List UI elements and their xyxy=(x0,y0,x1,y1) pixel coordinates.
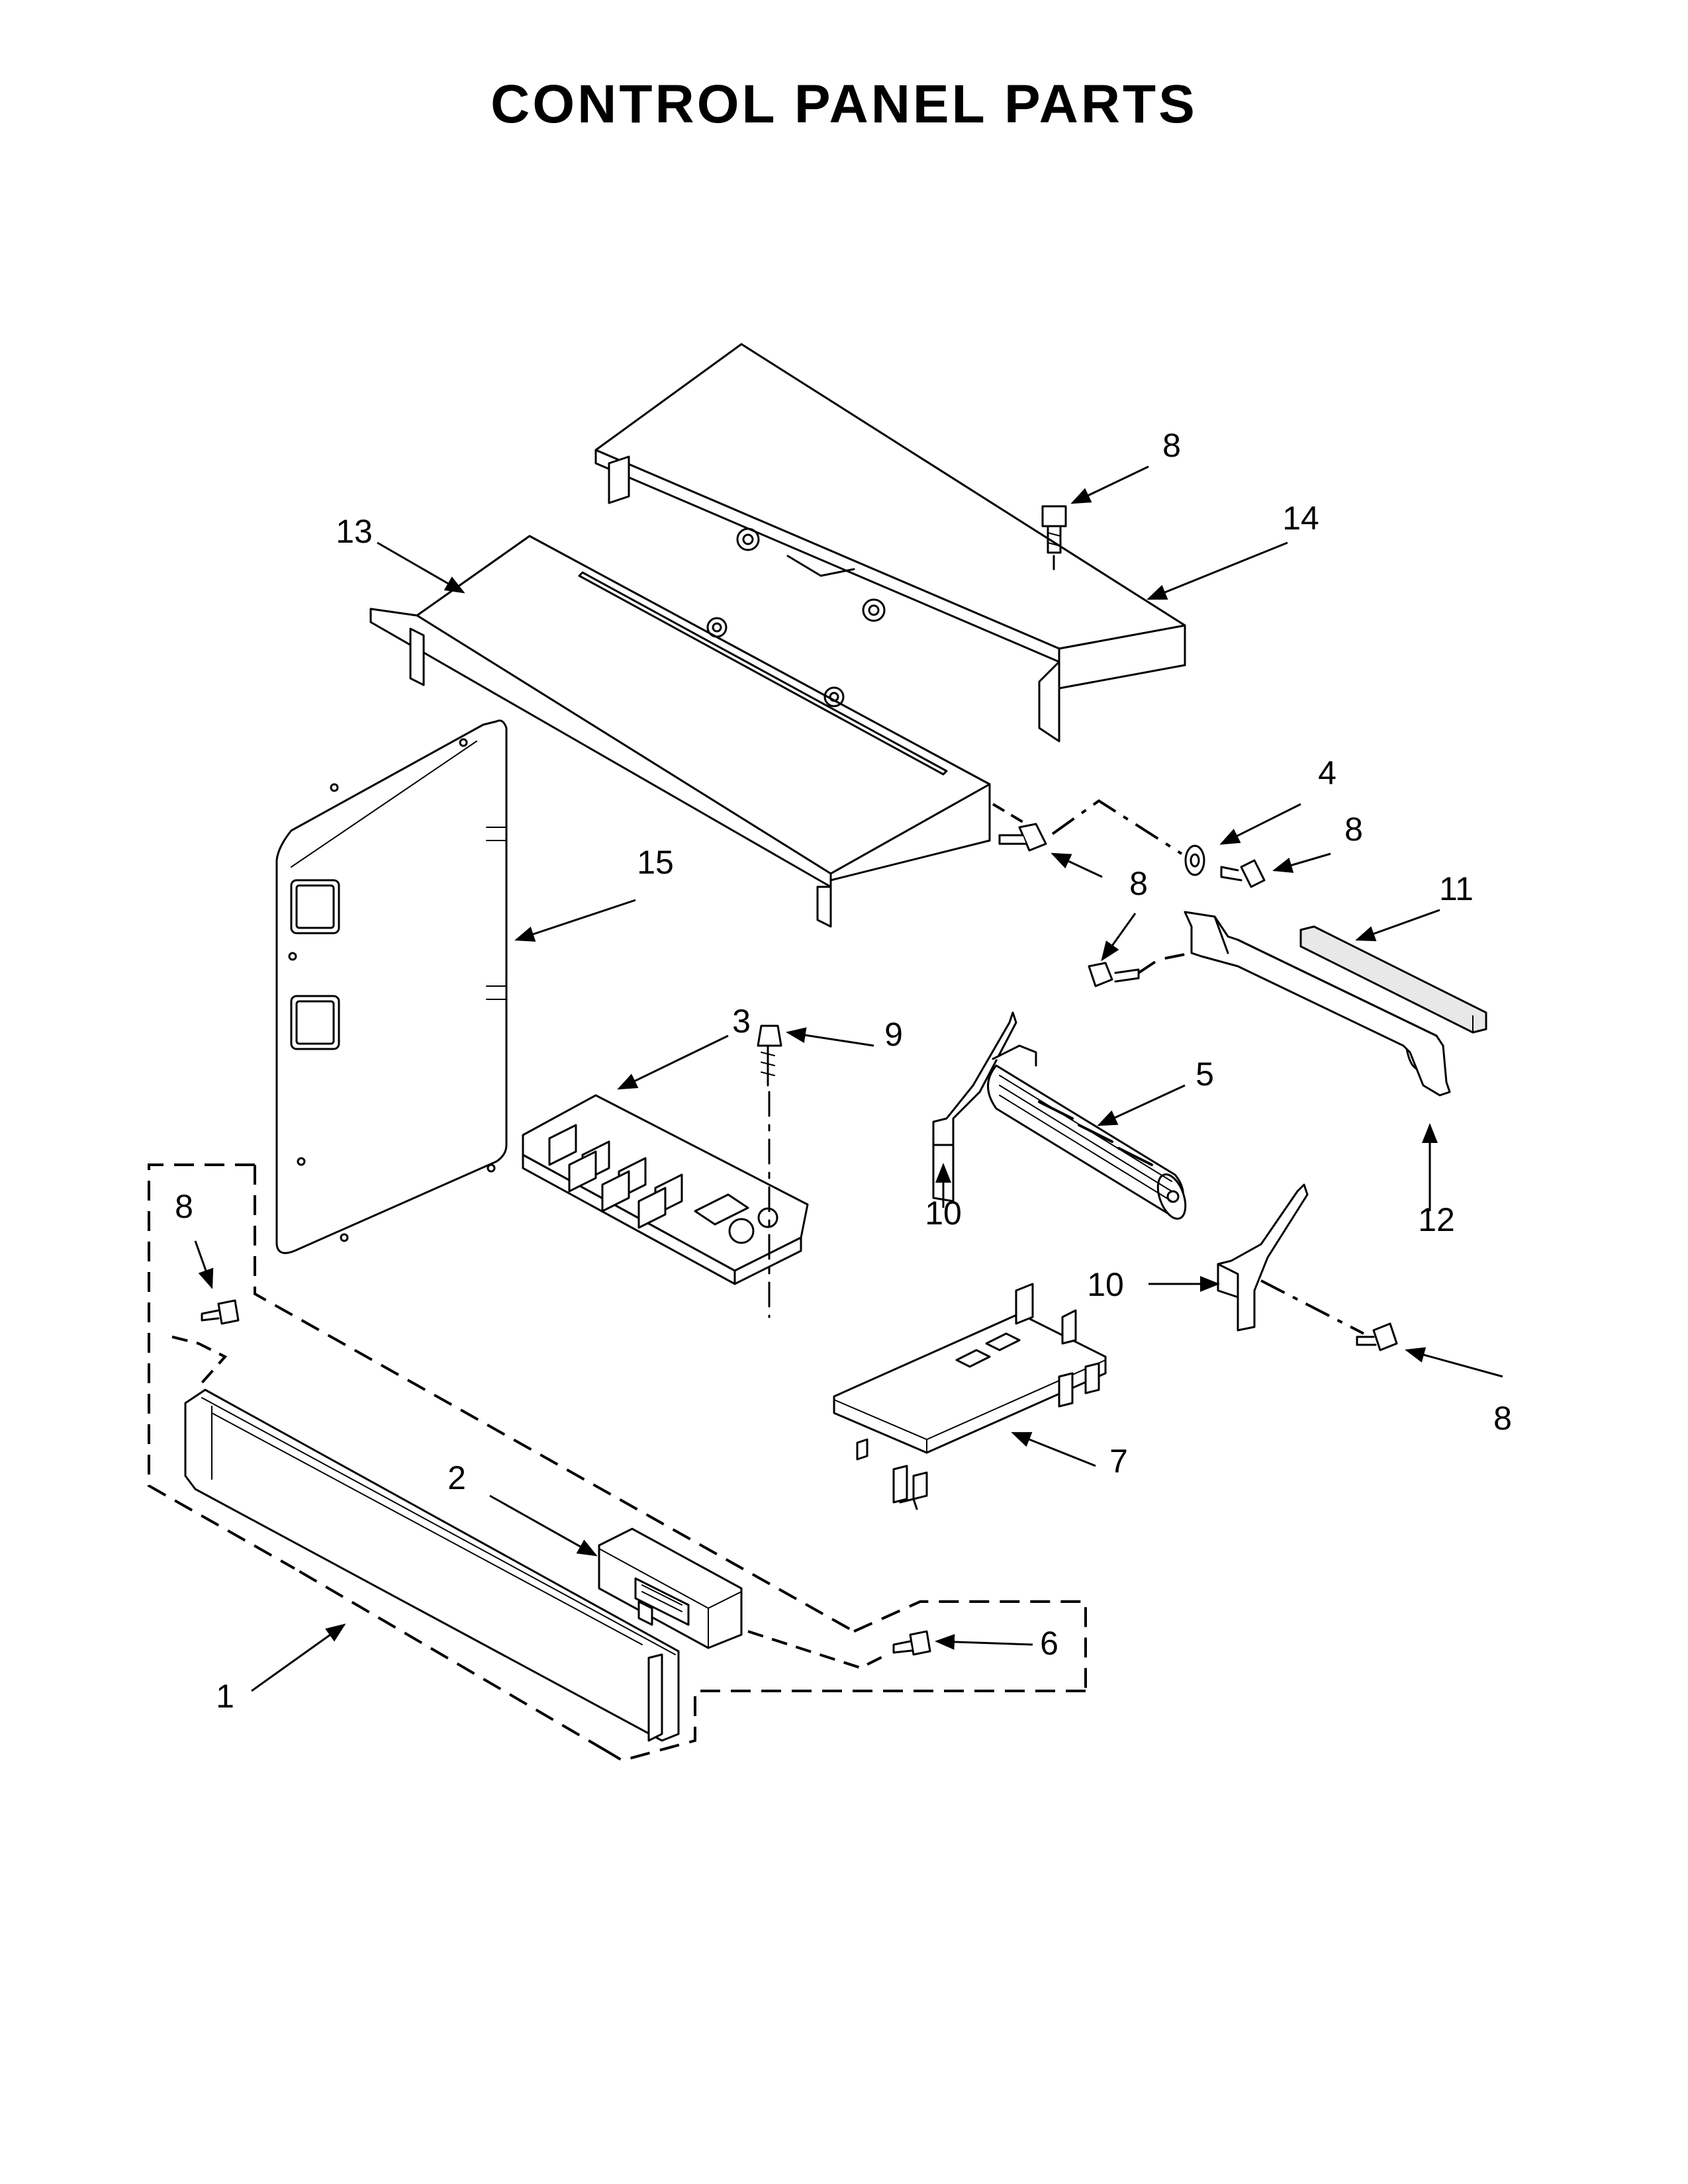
rail-12-part xyxy=(1184,911,1451,1097)
callout-8-bracket: 8 xyxy=(1129,865,1148,902)
bracket-10-mid-part xyxy=(932,1011,1017,1203)
callout-10-right: 10 xyxy=(1087,1266,1124,1303)
strip-11-part xyxy=(1299,925,1487,1034)
screw-8-top-part xyxy=(1041,505,1067,570)
screw-8-bracket-part xyxy=(998,823,1047,852)
callout-13: 13 xyxy=(336,513,373,550)
rear-top-cover-part xyxy=(594,343,1186,743)
control-board-part xyxy=(522,1094,809,1285)
callout-2: 2 xyxy=(447,1459,466,1496)
callout-8-washer: 8 xyxy=(1344,811,1363,848)
callout-11: 11 xyxy=(1439,870,1474,907)
display-board-part xyxy=(598,1527,743,1649)
callout-3: 3 xyxy=(732,1003,751,1040)
power-board-part xyxy=(833,1283,1107,1510)
control-panel-trim-part xyxy=(184,1388,680,1742)
callout-8-right: 8 xyxy=(1493,1400,1512,1437)
bracket-10-right-part xyxy=(1217,1183,1309,1332)
board-screw-9-part xyxy=(757,1024,782,1318)
callout-15: 15 xyxy=(637,844,674,881)
assembly-dashed-lines xyxy=(148,799,1364,1762)
page-title: CONTROL PANEL PARTS xyxy=(491,74,1197,134)
screw-6-part xyxy=(892,1630,931,1656)
screw-8-washer-part xyxy=(1220,859,1266,888)
callout-labels: 8 14 13 4 8 8 11 15 3 9 5 10 12 10 8 7 8… xyxy=(175,427,1512,1715)
callout-leaders xyxy=(194,465,1503,1692)
blower-fan-part xyxy=(987,1044,1187,1220)
callout-6: 6 xyxy=(1040,1625,1058,1662)
callout-12: 12 xyxy=(1418,1201,1455,1238)
callout-5: 5 xyxy=(1196,1056,1214,1093)
callout-14: 14 xyxy=(1282,500,1319,537)
screw-8-rail-part xyxy=(1088,962,1140,987)
callout-9: 9 xyxy=(884,1016,903,1053)
callout-1: 1 xyxy=(216,1678,234,1715)
callout-8-top: 8 xyxy=(1162,427,1181,464)
screw-8-right-part xyxy=(1356,1322,1398,1351)
callout-10-mid: 10 xyxy=(925,1195,962,1232)
callout-8-left: 8 xyxy=(175,1188,193,1225)
side-panel-part xyxy=(275,719,508,1254)
front-top-cover-part xyxy=(369,535,991,928)
callout-4: 4 xyxy=(1318,754,1336,792)
callout-7: 7 xyxy=(1109,1443,1128,1480)
washer-part xyxy=(1184,844,1205,876)
screw-8-left-part xyxy=(201,1299,240,1325)
